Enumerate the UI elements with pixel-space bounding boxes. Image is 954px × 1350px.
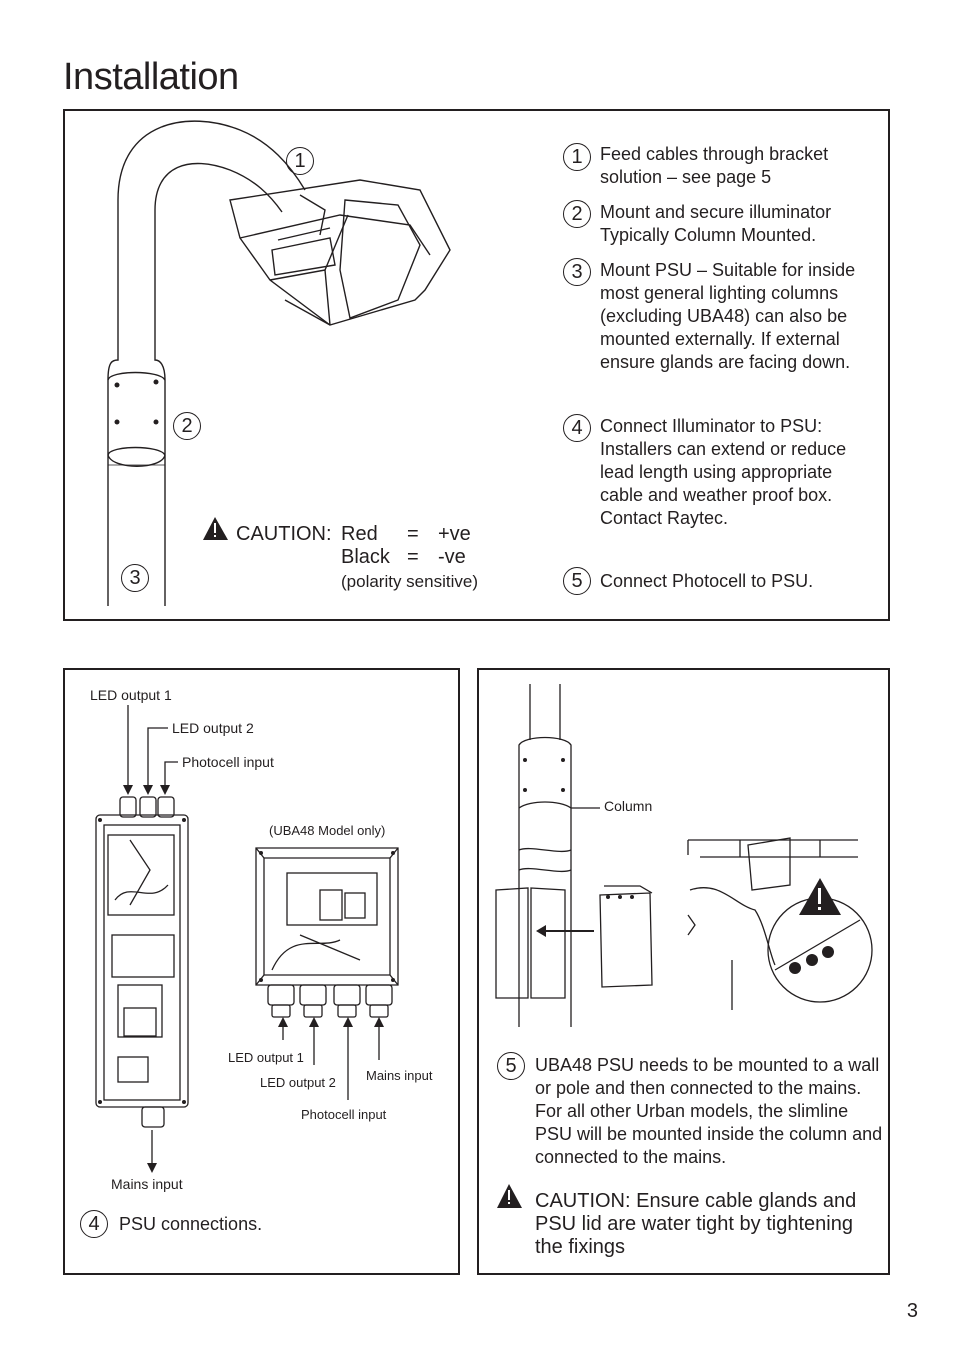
- mount-step-number: 5: [497, 1052, 525, 1080]
- psu-step-text: PSU connections.: [119, 1214, 263, 1234]
- step-5-number: 5: [563, 567, 591, 595]
- page-number: 3: [906, 1300, 918, 1322]
- label-uba-mains-input: Mains input: [366, 1068, 433, 1083]
- step-3-text: Mount PSU – Suitable for inside most gen…: [600, 260, 856, 372]
- caution-label: CAUTION:: [236, 523, 332, 545]
- label-mains-input: Mains input: [111, 1176, 183, 1192]
- label-uba48-only: (UBA48 Model only): [269, 823, 386, 838]
- caution-red-eq: =: [407, 523, 419, 545]
- callout-3: 3: [121, 564, 149, 592]
- psu-mounting-panel: [477, 668, 890, 1275]
- label-led-output-2: LED output 2: [172, 720, 254, 736]
- step-3-number: 3: [563, 258, 591, 286]
- installation-overview-panel: [63, 109, 890, 621]
- step-1-text: Feed cables through bracket solution – s…: [600, 144, 829, 187]
- mount-step-text: UBA48 PSU needs to be mounted to a wall …: [535, 1055, 883, 1167]
- label-uba-photocell-input: Photocell input: [301, 1107, 387, 1122]
- mount-caution-label: CAUTION:: [535, 1190, 631, 1212]
- mount-caution-text: Ensure cable glands and PSU lid are wate…: [535, 1190, 857, 1258]
- psu-connections-panel: [63, 668, 460, 1275]
- caution-polarity-note: (polarity sensitive): [341, 572, 478, 591]
- callout-1: 1: [286, 147, 314, 175]
- label-led-output-1: LED output 1: [90, 687, 172, 703]
- caution-red: Red: [341, 523, 378, 545]
- caution-red-value: +ve: [438, 523, 471, 545]
- label-uba-led-output-1: LED output 1: [228, 1050, 304, 1065]
- step-1-number: 1: [563, 143, 591, 171]
- caution-black-value: -ve: [438, 546, 466, 568]
- page-title: Installation: [63, 56, 239, 98]
- caution-black-eq: =: [407, 546, 419, 568]
- caution-black: Black: [341, 546, 390, 568]
- label-column: Column: [604, 798, 653, 814]
- mount-caution: CAUTION: Ensure cable glands and PSU lid…: [535, 1190, 865, 1259]
- step-4-text: Connect Illuminator to PSU: Installers c…: [600, 416, 847, 528]
- step-2-number: 2: [563, 200, 591, 228]
- psu-step-number: 4: [80, 1210, 108, 1238]
- label-uba-led-output-2: LED output 2: [260, 1075, 336, 1090]
- step-5-text: Connect Photocell to PSU.: [600, 571, 814, 591]
- step-4-number: 4: [563, 414, 591, 442]
- label-photocell-input: Photocell input: [182, 754, 274, 770]
- callout-2: 2: [173, 412, 201, 440]
- step-2-text: Mount and secure illuminator Typically C…: [600, 202, 832, 245]
